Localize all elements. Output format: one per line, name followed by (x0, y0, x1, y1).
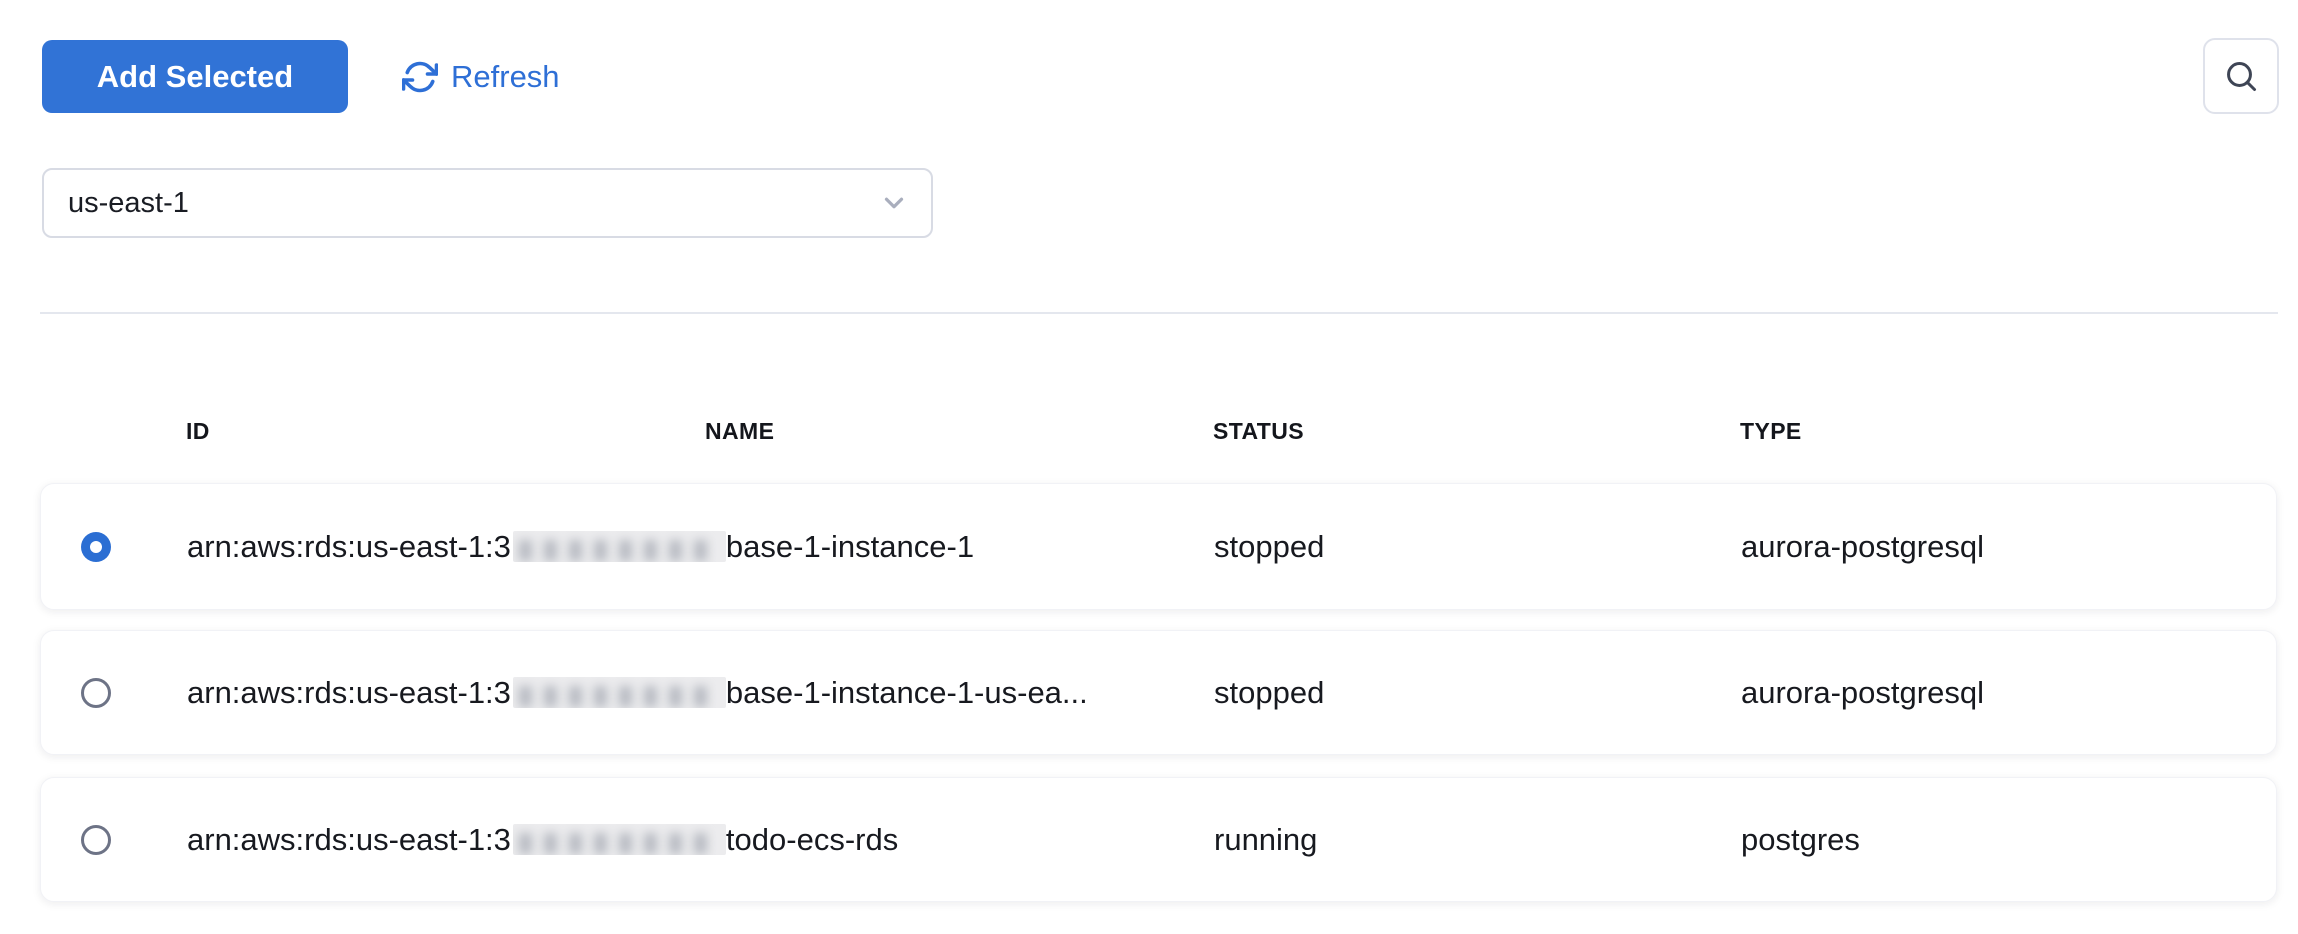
refresh-icon (402, 59, 438, 95)
instance-name-text: base-1-instance-1-us-ea... (725, 674, 1088, 710)
region-select-value: us-east-1 (68, 186, 189, 219)
status-cell: stopped (1214, 674, 1325, 710)
divider (40, 312, 2278, 314)
column-header-type: TYPE (1740, 418, 1802, 444)
radio-button[interactable] (81, 824, 111, 855)
table-row[interactable]: arn:aws:rds:us-east-1:3 base-1-instance-… (40, 483, 2277, 610)
table-row[interactable]: arn:aws:rds:us-east-1:3 todo-ecs-rds run… (40, 777, 2277, 902)
type-cell: aurora-postgresql (1741, 528, 1984, 564)
instance-id-text: arn:aws:rds:us-east-1:3 (187, 821, 511, 857)
redacted-blur (512, 677, 726, 708)
instance-id-text: arn:aws:rds:us-east-1:3 (187, 674, 511, 710)
type-cell: postgres (1741, 821, 1860, 857)
chevron-down-icon (879, 188, 909, 218)
instance-name-text: base-1-instance-1 (725, 528, 975, 564)
radio-button-selected[interactable] (81, 531, 111, 562)
search-icon (2223, 58, 2259, 94)
column-header-status: STATUS (1213, 418, 1304, 444)
type-cell: aurora-postgresql (1741, 674, 1984, 710)
instance-name-text: todo-ecs-rds (725, 821, 899, 857)
search-button[interactable] (2203, 38, 2279, 114)
region-select[interactable]: us-east-1 (42, 168, 933, 238)
status-cell: stopped (1214, 528, 1325, 564)
redacted-blur (512, 824, 726, 855)
redacted-blur (512, 531, 726, 562)
status-cell: running (1214, 821, 1318, 857)
instance-id-text: arn:aws:rds:us-east-1:3 (187, 528, 511, 564)
table-row[interactable]: arn:aws:rds:us-east-1:3 base-1-instance-… (40, 630, 2277, 755)
instance-id-cell: arn:aws:rds:us-east-1:3 todo-ecs-rds (187, 778, 898, 901)
column-header-name: NAME (705, 418, 775, 444)
add-selected-button[interactable]: Add Selected (42, 40, 348, 113)
refresh-label: Refresh (451, 58, 560, 94)
column-header-id: ID (186, 418, 210, 444)
instance-id-cell: arn:aws:rds:us-east-1:3 base-1-instance-… (187, 484, 974, 609)
radio-button[interactable] (81, 677, 111, 708)
refresh-button[interactable]: Refresh (402, 40, 560, 113)
instance-id-cell: arn:aws:rds:us-east-1:3 base-1-instance-… (187, 631, 1088, 754)
